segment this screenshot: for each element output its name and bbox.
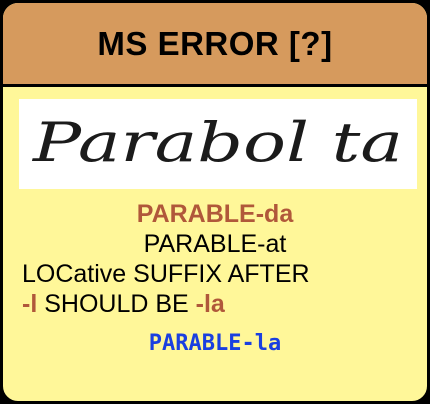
- suffix-wrong: -l: [22, 290, 38, 318]
- corrected-reading: PARABLE-la: [148, 331, 282, 356]
- handwriting-svg: Parabol ta: [32, 111, 403, 174]
- manuscript-image: Parabol ta: [19, 99, 417, 189]
- alternate-reading: PARABLE-at: [143, 230, 287, 258]
- suffix-right: -la: [195, 290, 225, 318]
- explanation: PARABLE-da PARABLE-at LOCative SUFFIX AF…: [3, 195, 427, 359]
- handwriting-text: Parabol ta: [32, 111, 403, 174]
- should-be-text: SHOULD BE: [37, 290, 196, 318]
- header-title: MS ERROR [?]: [97, 24, 333, 62]
- manuscript-reading: PARABLE-da: [136, 200, 294, 228]
- correction-line: -l SHOULD BE -la: [3, 289, 427, 319]
- header: MS ERROR [?]: [3, 3, 427, 87]
- rule-text: LOCative SUFFIX AFTER: [22, 260, 310, 288]
